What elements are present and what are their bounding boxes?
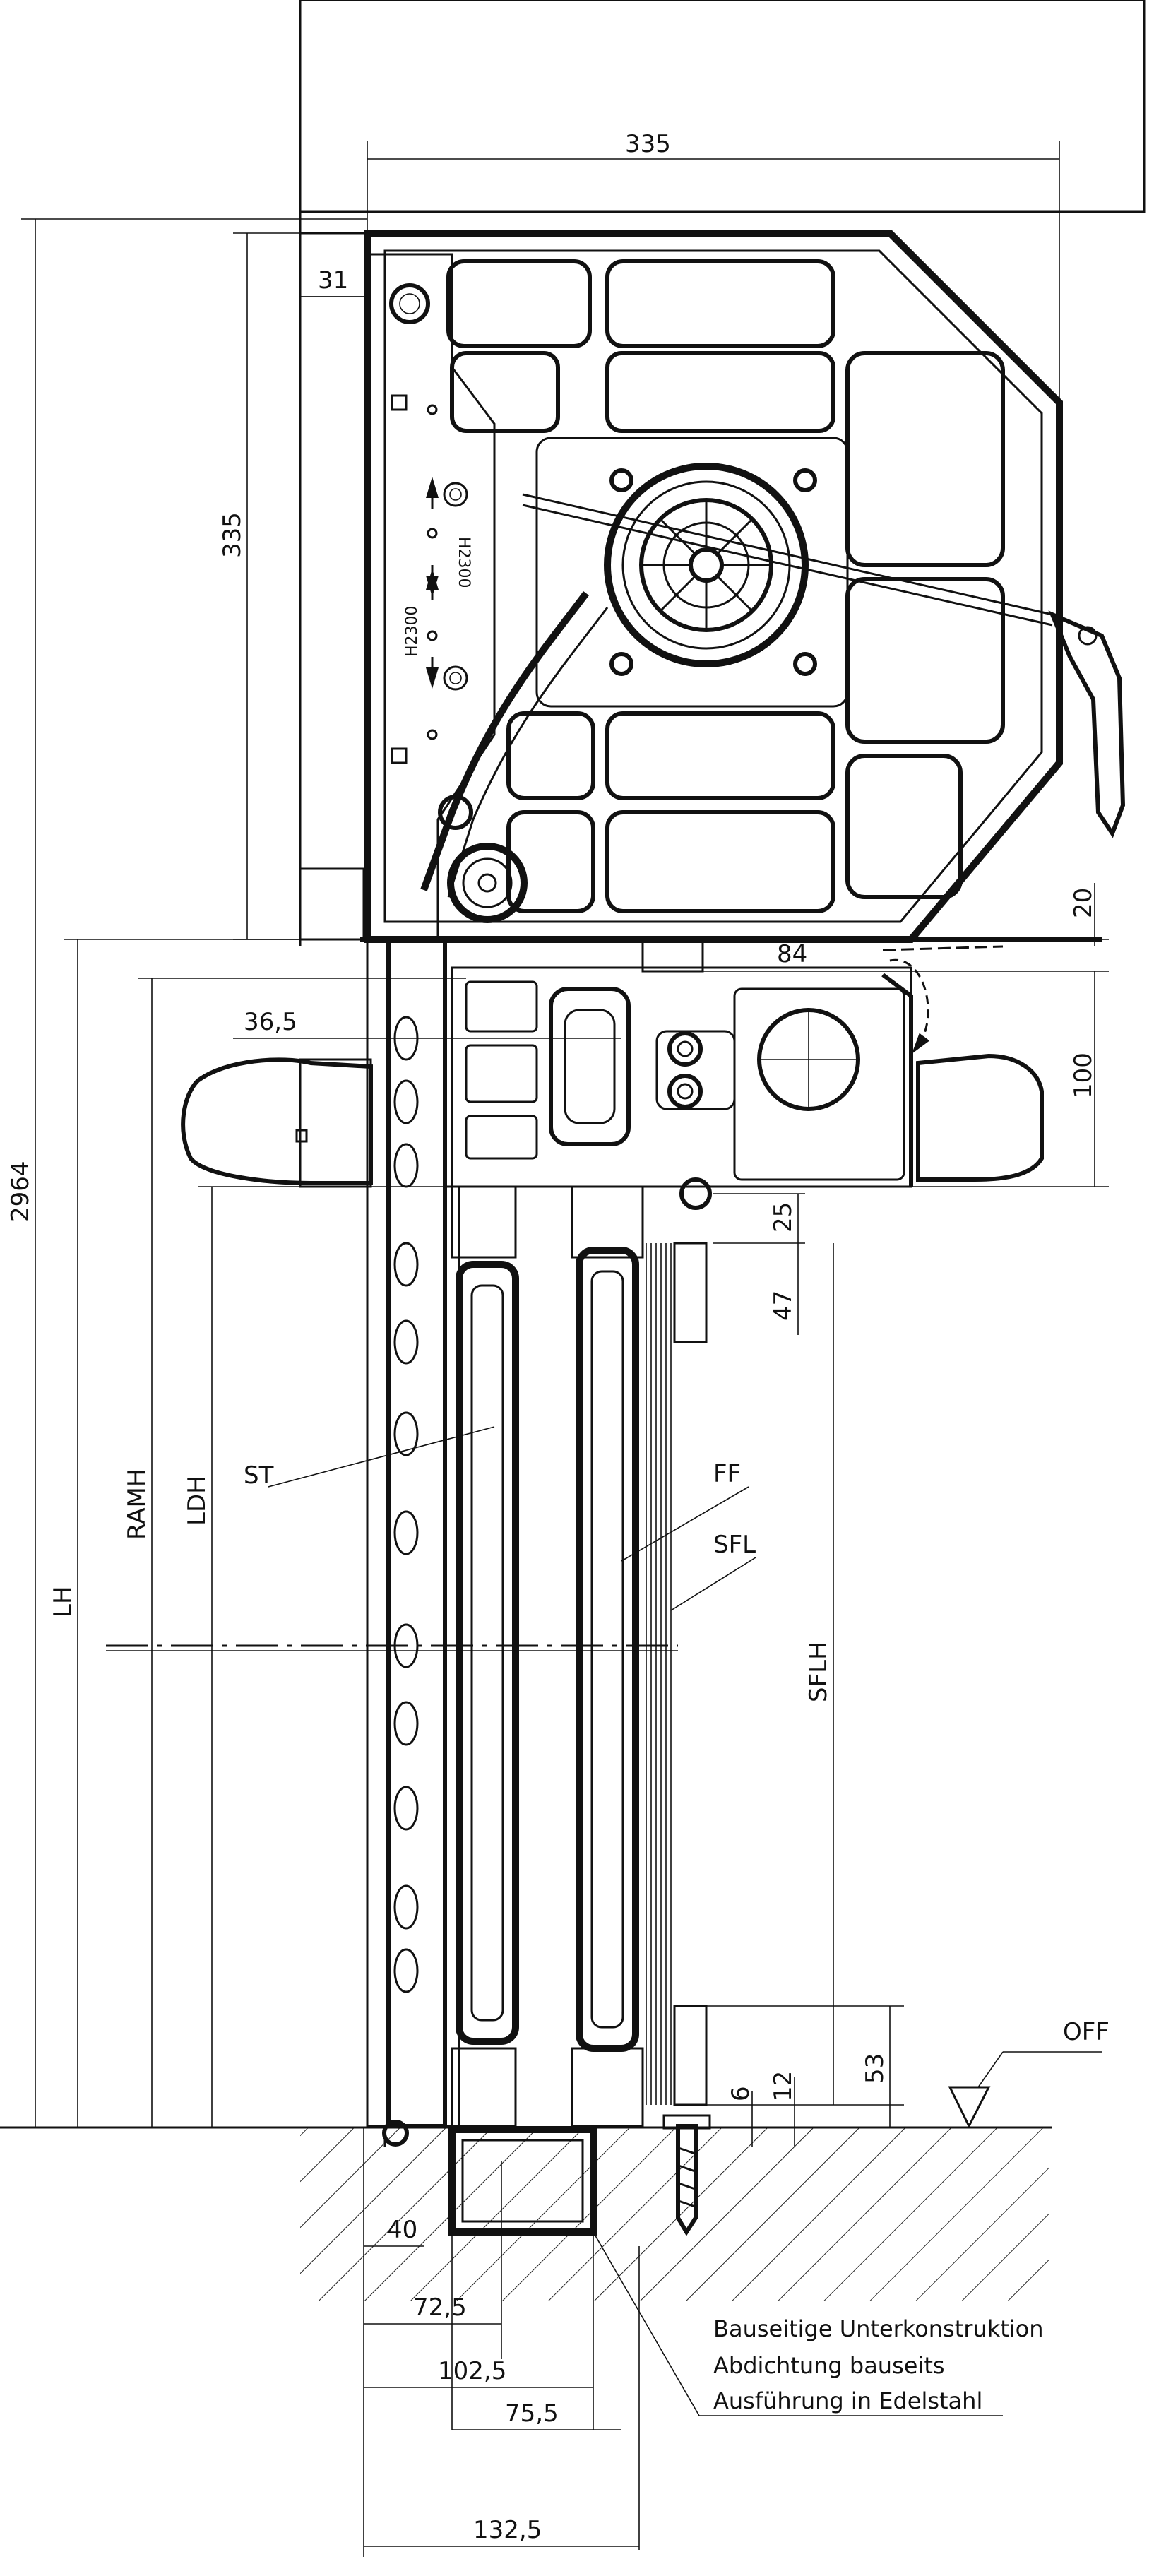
lamp-fixtures	[181, 1053, 1044, 1188]
dim-100: 100	[1069, 1052, 1098, 1098]
dim-132-5: 132,5	[473, 2516, 542, 2544]
floor-hatch	[0, 2126, 1052, 2301]
dim-left-height: 335	[218, 512, 246, 558]
dim-102-5: 102,5	[438, 2357, 506, 2385]
dim-top-width: 335	[625, 130, 671, 158]
dim-84: 84	[777, 940, 807, 968]
label-ldh: LDH	[183, 1476, 211, 1526]
dim-total-height: 2964	[6, 1161, 35, 1222]
dim-12: 12	[769, 2071, 797, 2101]
dimension-lines	[21, 141, 1109, 2557]
off-level-symbol	[948, 2086, 991, 2129]
note-line-1: Bauseitige Unterkonstruktion	[713, 2315, 1044, 2342]
dim-36-5: 36,5	[244, 1008, 297, 1036]
motor-label-a: H2300	[455, 537, 472, 588]
dim-53: 53	[861, 2053, 889, 2084]
label-st: ST	[244, 1461, 274, 1490]
note-line-2: Abdichtung bauseits	[713, 2352, 945, 2379]
lintel-wall	[299, 0, 1146, 946]
dim-40: 40	[387, 2216, 417, 2244]
dim-6: 6	[727, 2086, 755, 2101]
label-sfl: SFL	[713, 1531, 756, 1559]
dim-75-5: 75,5	[505, 2399, 559, 2428]
dim-47: 47	[769, 1290, 797, 1321]
roller-box-housing	[364, 230, 1063, 943]
dim-72-5: 72,5	[413, 2293, 467, 2322]
dim-20: 20	[1069, 888, 1098, 918]
note-line-3: Ausführung in Edelstahl	[713, 2387, 982, 2414]
dim-25: 25	[769, 1202, 797, 1233]
label-ff: FF	[713, 1460, 741, 1488]
label-ramh: RAMH	[123, 1469, 151, 1540]
motor-drum	[522, 463, 1126, 838]
dim-31: 31	[318, 266, 348, 295]
label-lh: LH	[49, 1586, 77, 1618]
guide-curve	[420, 590, 609, 923]
head-rail	[360, 937, 1102, 1210]
motor-label-b: H2300	[403, 605, 421, 657]
label-sflh: SFLH	[804, 1642, 833, 1702]
label-off: OFF	[1063, 2018, 1110, 2046]
sill-profile	[382, 2114, 711, 2236]
